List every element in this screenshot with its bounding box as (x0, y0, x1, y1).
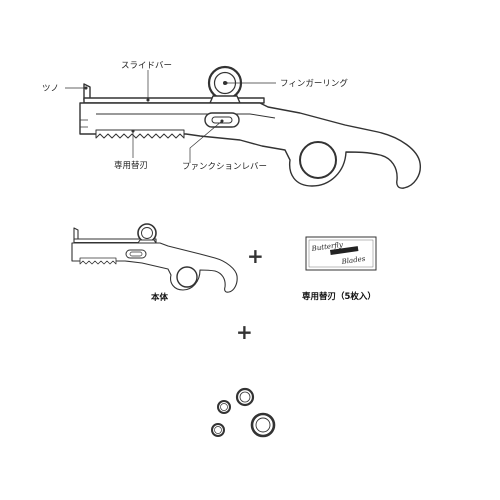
plus-sign-2: + (236, 320, 253, 344)
leader-lines (65, 70, 276, 163)
caption-blades: 専用替刃（5枚入） (302, 292, 376, 302)
blade-brand-line2: Blades (340, 255, 366, 266)
replacement-rings (211, 387, 276, 438)
ring-3 (250, 412, 276, 438)
main-tool (79, 65, 421, 189)
plus-sign-1: + (247, 244, 264, 268)
ring-2 (217, 400, 231, 414)
ring-4 (211, 423, 225, 437)
caption-body: 本体 (151, 293, 169, 303)
ring-1 (235, 387, 255, 407)
label-blade: 専用替刃 (114, 161, 149, 171)
blade-pack: Butterfly Blades (305, 236, 377, 271)
label-finger-ring: フィンガーリング (280, 79, 348, 89)
finger-hole (299, 141, 337, 179)
blade-teeth (95, 129, 185, 139)
small-tool (71, 223, 238, 293)
tool-body (79, 102, 421, 189)
label-tsuno: ツノ (42, 84, 60, 94)
label-slide-bar: スライドバー (121, 61, 173, 71)
label-function-lever: ファンクションレバー (182, 162, 268, 172)
